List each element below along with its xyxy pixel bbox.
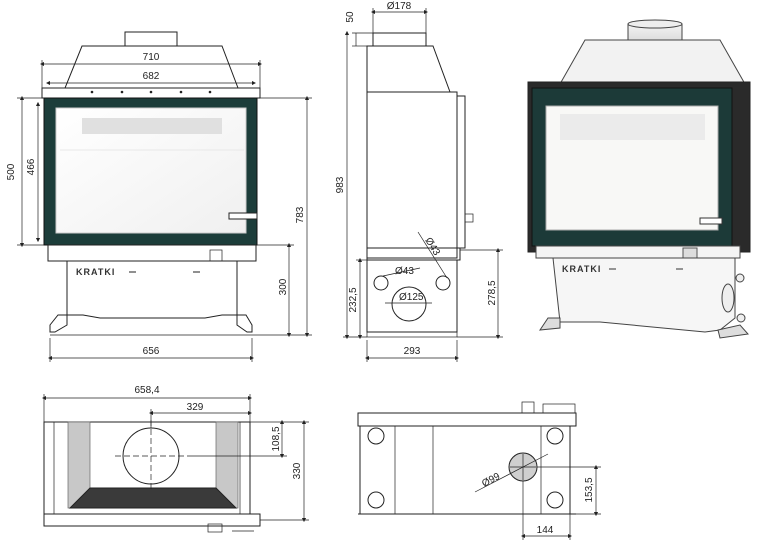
dim-side-flue-diameter: Ø178 bbox=[387, 1, 412, 12]
dim-front-width-top: 710 bbox=[143, 52, 160, 63]
side-flue-collar bbox=[372, 32, 427, 47]
dim-bottom-offset-y: 153,5 bbox=[584, 477, 595, 502]
dim-front-height-door: 500 bbox=[6, 163, 17, 180]
side-body bbox=[366, 91, 458, 259]
dim-front-height-glass: 466 bbox=[26, 158, 37, 175]
dim-side-inlet: Ø125 bbox=[399, 292, 424, 303]
dim-bottom-inlet: Ø99 bbox=[480, 471, 502, 490]
dim-top-depth: 330 bbox=[292, 462, 303, 479]
dim-side-hole-b: Ø43 bbox=[422, 236, 442, 258]
front-ash-lip bbox=[47, 244, 257, 262]
render-handle bbox=[699, 217, 723, 225]
dim-side-depth: 293 bbox=[404, 346, 421, 357]
bottom-view: Ø99 153,5 144 bbox=[357, 401, 601, 540]
dim-side-inlet-height: 232,5 bbox=[348, 287, 359, 312]
dim-front-width-base: 656 bbox=[143, 346, 160, 357]
front-view: KRATKI 710 682 500 466 783 300 bbox=[6, 31, 312, 362]
render-hood bbox=[559, 39, 746, 85]
dim-top-half-width: 329 bbox=[187, 402, 204, 413]
render-base bbox=[552, 257, 736, 333]
dim-top-width: 658,4 bbox=[134, 385, 159, 396]
dim-side-base-height: 278,5 bbox=[487, 280, 498, 305]
bottom-outline bbox=[359, 425, 571, 515]
front-flue-collar bbox=[124, 31, 178, 47]
dim-side-flue-top: 50 bbox=[345, 11, 356, 23]
dim-front-base-height: 300 bbox=[278, 278, 289, 295]
front-brand-label: KRATKI bbox=[76, 267, 115, 277]
render-brand-label: KRATKI bbox=[562, 264, 601, 274]
dim-bottom-offset-x: 144 bbox=[537, 525, 554, 536]
side-inlet-circle bbox=[391, 286, 427, 322]
side-door-profile bbox=[456, 95, 466, 249]
top-view: 658,4 329 108,5 330 bbox=[41, 385, 309, 533]
dim-top-offset: 108,5 bbox=[271, 426, 282, 451]
dim-side-hole-a: Ø43 bbox=[395, 266, 414, 277]
front-base bbox=[66, 260, 238, 319]
render-view: KRATKI bbox=[527, 19, 751, 339]
front-door-handle bbox=[228, 212, 258, 220]
front-baffle bbox=[82, 118, 222, 134]
dim-front-height-total: 783 bbox=[295, 206, 306, 223]
dim-side-height-total: 983 bbox=[335, 176, 346, 193]
dim-front-width-glass: 682 bbox=[143, 71, 160, 82]
side-view: Ø43 Ø43 Ø125 Ø178 50 983 232,5 278,5 293 bbox=[335, 1, 503, 362]
